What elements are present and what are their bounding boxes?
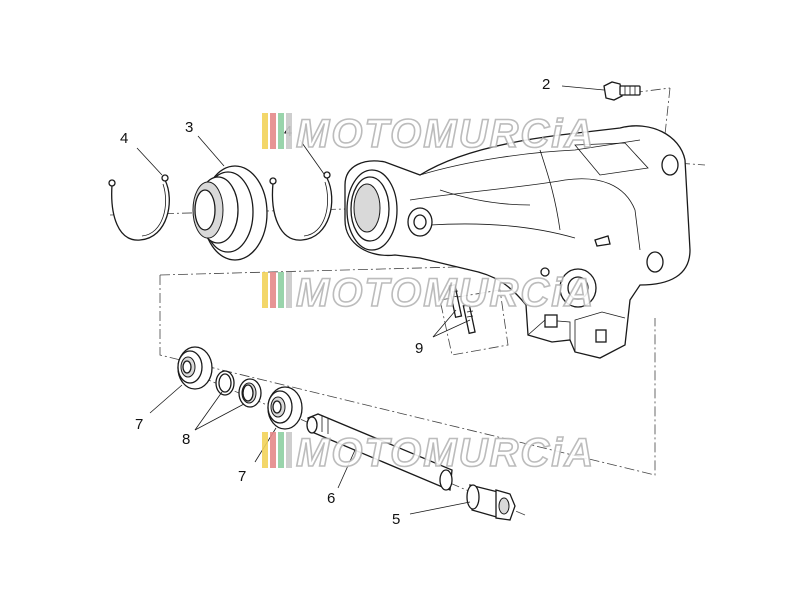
circlip-right	[269, 171, 333, 241]
bearing-right	[267, 386, 303, 430]
spacer-shaft	[306, 413, 453, 491]
callout-7-right: 7	[238, 468, 246, 485]
callout-5: 5	[392, 511, 400, 528]
callout-4-left: 4	[120, 130, 128, 147]
watermark-bottom: MOTOMURCiA	[262, 430, 595, 476]
callout-3: 3	[185, 119, 193, 136]
callout-6: 6	[327, 490, 335, 507]
watermark-text-middle: MOTOMURCiA	[296, 271, 595, 315]
bearing-left	[177, 346, 213, 390]
callout-9: 9	[415, 340, 423, 357]
swingarm-housing	[344, 125, 691, 359]
circlip-left	[108, 174, 170, 241]
watermark-middle: MOTOMURCiA	[262, 270, 595, 316]
callout-2: 2	[542, 76, 550, 93]
snap-rings	[215, 370, 262, 408]
studs	[448, 283, 476, 335]
bolt	[603, 81, 641, 101]
callout-7-left: 7	[135, 416, 143, 433]
watermark-text-top: MOTOMURCiA	[296, 112, 595, 156]
rubber-boot	[192, 165, 268, 261]
watermark-text-bottom: MOTOMURCiA	[296, 431, 595, 475]
watermark-top: MOTOMURCiA	[262, 111, 595, 157]
callout-8: 8	[182, 431, 190, 448]
bushing	[466, 484, 516, 521]
